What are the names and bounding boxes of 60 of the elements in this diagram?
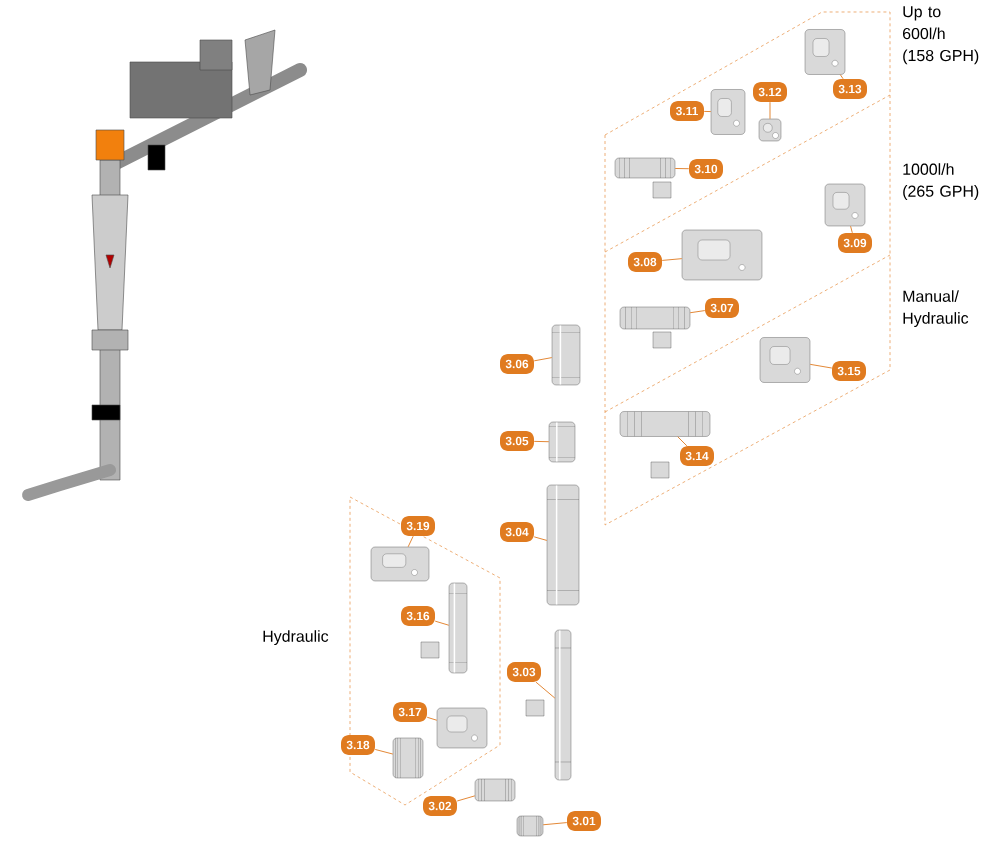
leader-line (374, 749, 394, 755)
callout-number: 3.15 (832, 361, 866, 381)
callout-number: 3.12 (753, 82, 787, 102)
callout-number: 3.02 (423, 796, 457, 816)
callout-number: 3.03 (507, 662, 541, 682)
leader-line (769, 101, 771, 120)
leader-line (809, 363, 833, 369)
callout-number: 3.14 (680, 446, 714, 466)
leader-line (661, 258, 683, 261)
callout-number: 3.18 (341, 735, 375, 755)
callout-number: 3.01 (567, 811, 601, 831)
leader-line (533, 536, 548, 541)
part-drawing (392, 737, 424, 779)
part-drawing (759, 337, 811, 383)
part-drawing (681, 229, 763, 281)
group-label: Up to 600l/h (158 GPH) (903, 6, 979, 65)
callout-number: 3.16 (401, 606, 435, 626)
leader-line (533, 357, 553, 362)
leader-line (839, 74, 844, 80)
part-drawing (804, 29, 846, 75)
leader-line (535, 681, 556, 699)
callout-number: 3.04 (500, 522, 534, 542)
callout-number: 3.10 (689, 159, 723, 179)
callout-number: 3.06 (500, 354, 534, 374)
group-label: Manual/ Hydraulic (903, 290, 969, 327)
part-drawing (448, 582, 468, 674)
callout-number: 3.08 (628, 252, 662, 272)
leader-line (426, 716, 438, 721)
callout-number: 3.17 (393, 702, 427, 722)
part-drawing (710, 89, 746, 135)
part-drawing (546, 484, 580, 606)
callout-number: 3.07 (705, 298, 739, 318)
callout-number: 3.19 (401, 516, 435, 536)
group-label: Hydraulic (263, 630, 329, 646)
part-drawing (516, 815, 544, 837)
part-drawing (474, 778, 516, 802)
leader-line (850, 225, 853, 234)
callout-number: 3.11 (670, 101, 704, 121)
leader-line (407, 535, 414, 548)
part-drawing (370, 546, 430, 582)
leader-line (677, 436, 688, 447)
group-label: 1000l/h (265 GPH) (903, 163, 979, 200)
callout-number: 3.13 (833, 79, 867, 99)
part-drawing (548, 421, 576, 463)
part-drawing (824, 183, 866, 227)
part-drawing (554, 629, 572, 781)
part-drawing (758, 118, 782, 142)
leader-line (533, 440, 550, 443)
part-drawing (436, 707, 488, 749)
leader-line (434, 620, 450, 626)
leader-line (456, 795, 476, 802)
leader-line (542, 822, 568, 826)
leader-line (689, 310, 706, 314)
callout-number: 3.09 (838, 233, 872, 253)
part-drawing (619, 411, 711, 437)
leader-line (703, 110, 712, 113)
leader-line (674, 168, 690, 170)
part-drawing (551, 324, 581, 386)
part-drawing (614, 157, 676, 179)
callout-number: 3.05 (500, 431, 534, 451)
